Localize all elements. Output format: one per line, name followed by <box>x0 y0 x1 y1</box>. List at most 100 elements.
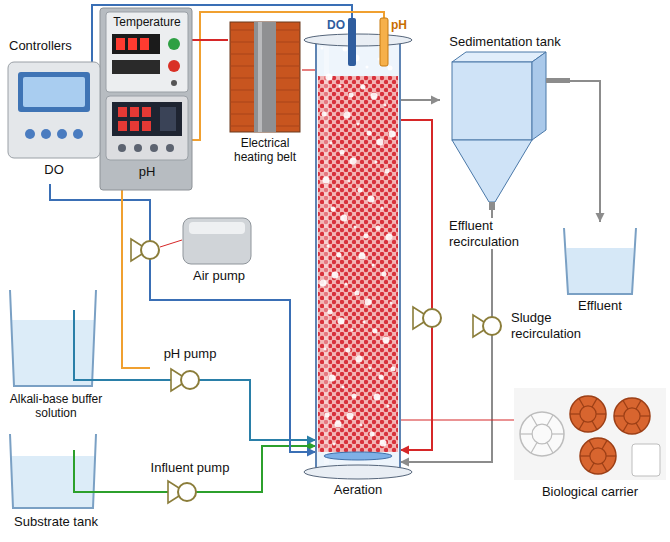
air-bubble <box>369 367 372 370</box>
carrier-wheel <box>580 406 596 422</box>
connector <box>188 40 228 41</box>
node-label: Controllers <box>8 38 92 54</box>
connector-line <box>400 120 432 214</box>
sludge-recirculation-pump: Sludge recirculation <box>478 306 620 346</box>
heating-belt <box>230 22 300 132</box>
air-pump-photo <box>183 218 251 264</box>
label-box: pH <box>106 164 188 180</box>
carrier-wheel <box>520 433 532 434</box>
carrier-bed <box>318 76 398 452</box>
connector-line <box>400 346 492 462</box>
display-segment <box>140 38 149 50</box>
air-bubble <box>391 367 396 372</box>
carrier-wheel <box>580 455 590 456</box>
air-bubble <box>338 318 345 325</box>
connector-line <box>122 184 150 368</box>
carrier-wheel <box>623 423 628 432</box>
node-label: Air pump <box>179 268 259 284</box>
display-segment <box>130 107 139 117</box>
air-bubble <box>345 283 348 286</box>
label-box: Air pump <box>179 268 259 284</box>
tank-front <box>452 62 532 140</box>
label-box: pH <box>390 18 412 32</box>
label-box: Biological carrier <box>514 484 666 500</box>
carrier-wheel <box>623 400 628 409</box>
air-bubble <box>339 85 342 88</box>
connector <box>400 96 440 105</box>
biological-carrier-photo: Biological carrier <box>514 388 666 508</box>
pump-symbol <box>181 371 199 389</box>
air-bubble <box>373 329 378 334</box>
beaker-water <box>567 248 634 294</box>
carrier-wheel <box>547 415 553 425</box>
pump-symbol <box>178 483 196 501</box>
connector <box>108 492 140 493</box>
probe-rod <box>348 18 356 66</box>
node-label: Influent pump <box>140 460 240 476</box>
tank-top <box>452 52 546 62</box>
controller-button <box>171 80 177 86</box>
pump-symbol <box>423 309 441 327</box>
suction-tube <box>74 450 108 492</box>
label-box: Controllers <box>8 38 92 54</box>
air-bubble <box>341 215 348 222</box>
carrier-wheel <box>624 408 640 424</box>
air-bubble <box>363 321 366 324</box>
beaker <box>10 290 96 386</box>
controller-button <box>150 144 158 152</box>
air-bubble <box>354 226 357 229</box>
display-segment <box>142 107 151 117</box>
connector-line <box>400 332 432 450</box>
influent-pump: Influent pump <box>140 460 240 506</box>
leader-line <box>160 240 182 247</box>
controller-body <box>8 62 100 158</box>
carrier-wheel <box>579 398 584 407</box>
air-bubble <box>377 139 384 146</box>
carrier-wheel <box>547 443 553 453</box>
connector <box>150 288 316 457</box>
air-bubble <box>335 421 342 428</box>
node-label: pH pump <box>150 346 230 362</box>
node-label: DO <box>326 18 347 32</box>
reactor-glass <box>316 40 400 470</box>
label-box: Sludge recirculation <box>510 310 616 341</box>
carrier-wheel <box>602 463 607 472</box>
carrier-wheel <box>552 433 564 434</box>
carrier-wheel <box>590 448 606 464</box>
beaker <box>564 228 636 294</box>
air-bubble <box>331 207 336 212</box>
aeration-diffuser <box>324 452 392 460</box>
temperature-controller: Temperature <box>106 12 188 92</box>
node-label: Aeration <box>316 482 400 498</box>
air-bubble <box>359 253 366 260</box>
air-bubble <box>382 272 387 277</box>
display-segment <box>128 38 137 50</box>
controller-button <box>166 144 174 152</box>
label-box: Sedimentation tank <box>440 34 570 50</box>
connector <box>400 120 432 214</box>
carrier-photo <box>514 388 666 480</box>
controller-button <box>41 129 51 139</box>
label-box: Effluent recirculation <box>448 218 534 249</box>
air-bubble <box>385 169 390 174</box>
top-flange <box>304 34 412 46</box>
connector <box>400 332 432 455</box>
controller-body <box>106 96 188 160</box>
controller-button <box>168 60 180 72</box>
label-box: DO <box>326 18 347 32</box>
node-label: Alkali-base buffer solution <box>4 392 108 421</box>
air-bubble <box>355 291 360 296</box>
carrier-wheel <box>636 423 641 432</box>
node-label: Effluent recirculation <box>448 218 534 249</box>
substrate-tank: Substrate tank <box>4 430 108 538</box>
carrier-wheel <box>592 421 597 430</box>
label-box: Aeration <box>316 482 400 498</box>
air-bubble <box>368 196 375 203</box>
air-bubble <box>379 375 384 380</box>
air-bubble <box>347 413 354 420</box>
node-label: pH <box>390 18 412 32</box>
controller-screen <box>112 102 182 136</box>
node-label: DO <box>8 162 100 178</box>
display-segment <box>142 121 151 131</box>
